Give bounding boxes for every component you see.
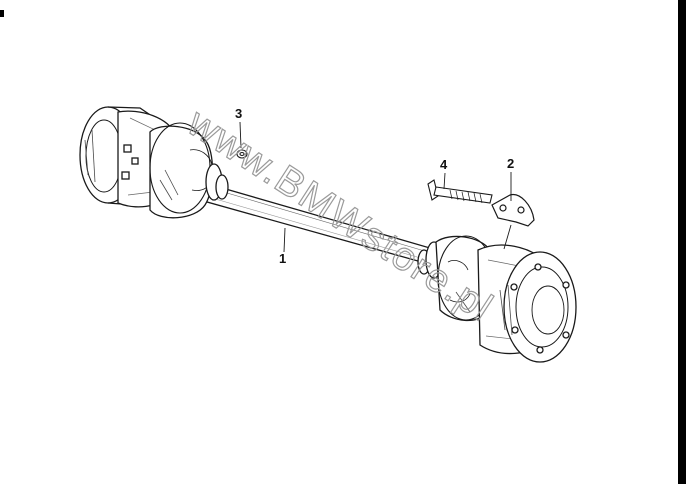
callout-3: 3 xyxy=(235,106,242,121)
callout-4: 4 xyxy=(440,157,448,172)
right-cv-joint xyxy=(417,235,577,363)
right-edge-bar xyxy=(678,0,686,484)
left-cv-joint xyxy=(79,106,229,219)
nut-part-3 xyxy=(236,149,248,159)
corner-mark xyxy=(0,10,4,17)
leader-lines xyxy=(239,121,512,253)
callout-2: 2 xyxy=(507,156,514,171)
bracket-part-2 xyxy=(491,194,535,227)
bolt-part-4 xyxy=(427,179,493,204)
callout-1: 1 xyxy=(279,251,286,266)
watermark-text: www.BMWstore.pl xyxy=(179,100,501,331)
